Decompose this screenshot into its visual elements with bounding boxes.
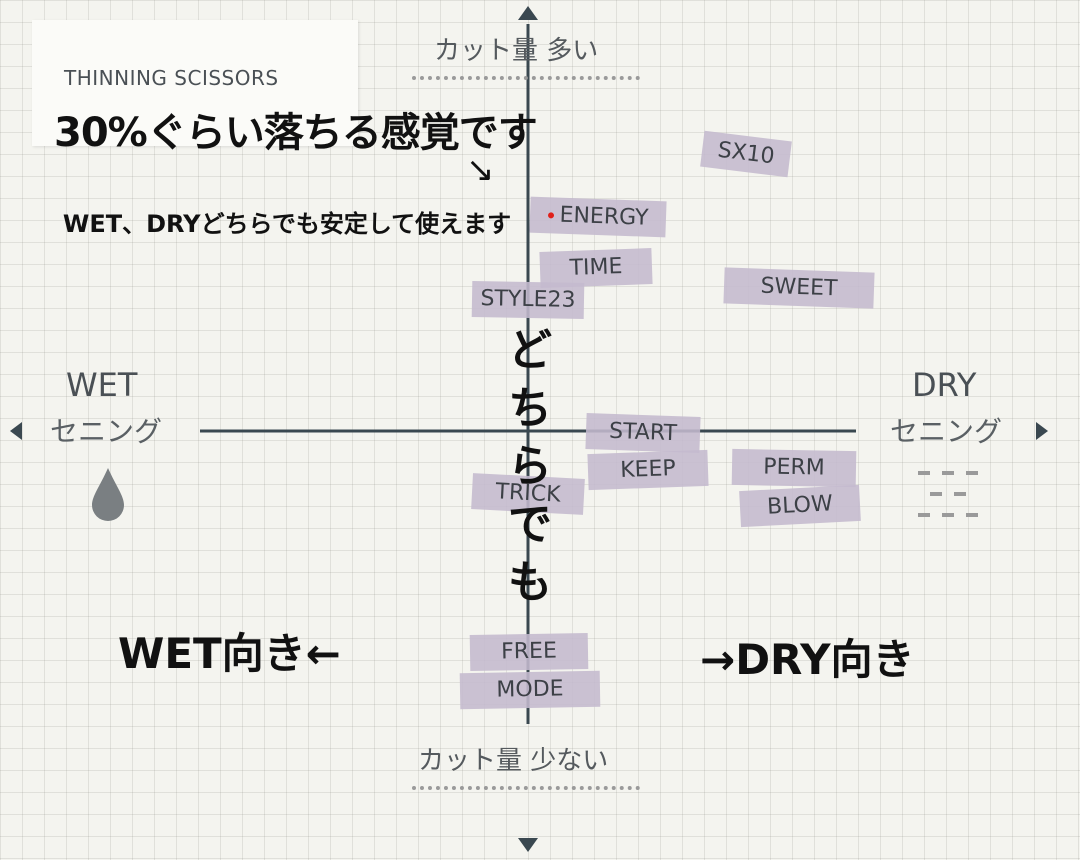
dotted-line-top xyxy=(412,76,640,80)
title-card xyxy=(32,20,358,146)
product-style23: STYLE23 xyxy=(471,281,585,319)
caption-cut-percent: 30%ぐらい落ちる感覚です xyxy=(54,110,538,156)
product-mode: MODE xyxy=(459,670,601,710)
caption-dry-side: →DRY向き xyxy=(700,635,915,684)
arrow-left-icon xyxy=(10,422,22,440)
caption-wet-side: WET向き← xyxy=(118,629,341,678)
wet-subtitle: セニング xyxy=(50,415,163,448)
product-keep: KEEP xyxy=(587,449,709,491)
product-free: FREE xyxy=(469,632,589,672)
water-drop-icon xyxy=(92,468,124,521)
dotted-line-bottom xyxy=(412,786,640,790)
dry-title: DRY xyxy=(912,366,977,404)
arrow-down-right-icon: ↘ xyxy=(466,150,495,190)
product-energy: ENERGY xyxy=(529,196,667,238)
page-title: THINNING SCISSORS xyxy=(64,66,279,90)
product-perm: PERM xyxy=(731,448,857,488)
product-blow: BLOW xyxy=(739,484,861,528)
axis-bottom-label: カット量 少ない xyxy=(418,746,609,776)
arrow-down-icon xyxy=(518,838,538,852)
caption-either: どちらでも xyxy=(508,325,552,608)
dashes-icon xyxy=(918,471,978,517)
caption-stable: WET、DRYどちらでも安定して使えます xyxy=(62,210,512,238)
arrow-right-icon xyxy=(1036,422,1048,440)
product-sweet: SWEET xyxy=(723,267,875,309)
arrow-up-icon xyxy=(518,6,538,20)
wet-title: WET xyxy=(66,366,138,404)
product-start: START xyxy=(585,413,701,453)
axis-top-label: カット量 多い xyxy=(434,36,599,66)
dry-subtitle: セニング xyxy=(890,415,1003,448)
red-dot-marker xyxy=(547,212,554,219)
